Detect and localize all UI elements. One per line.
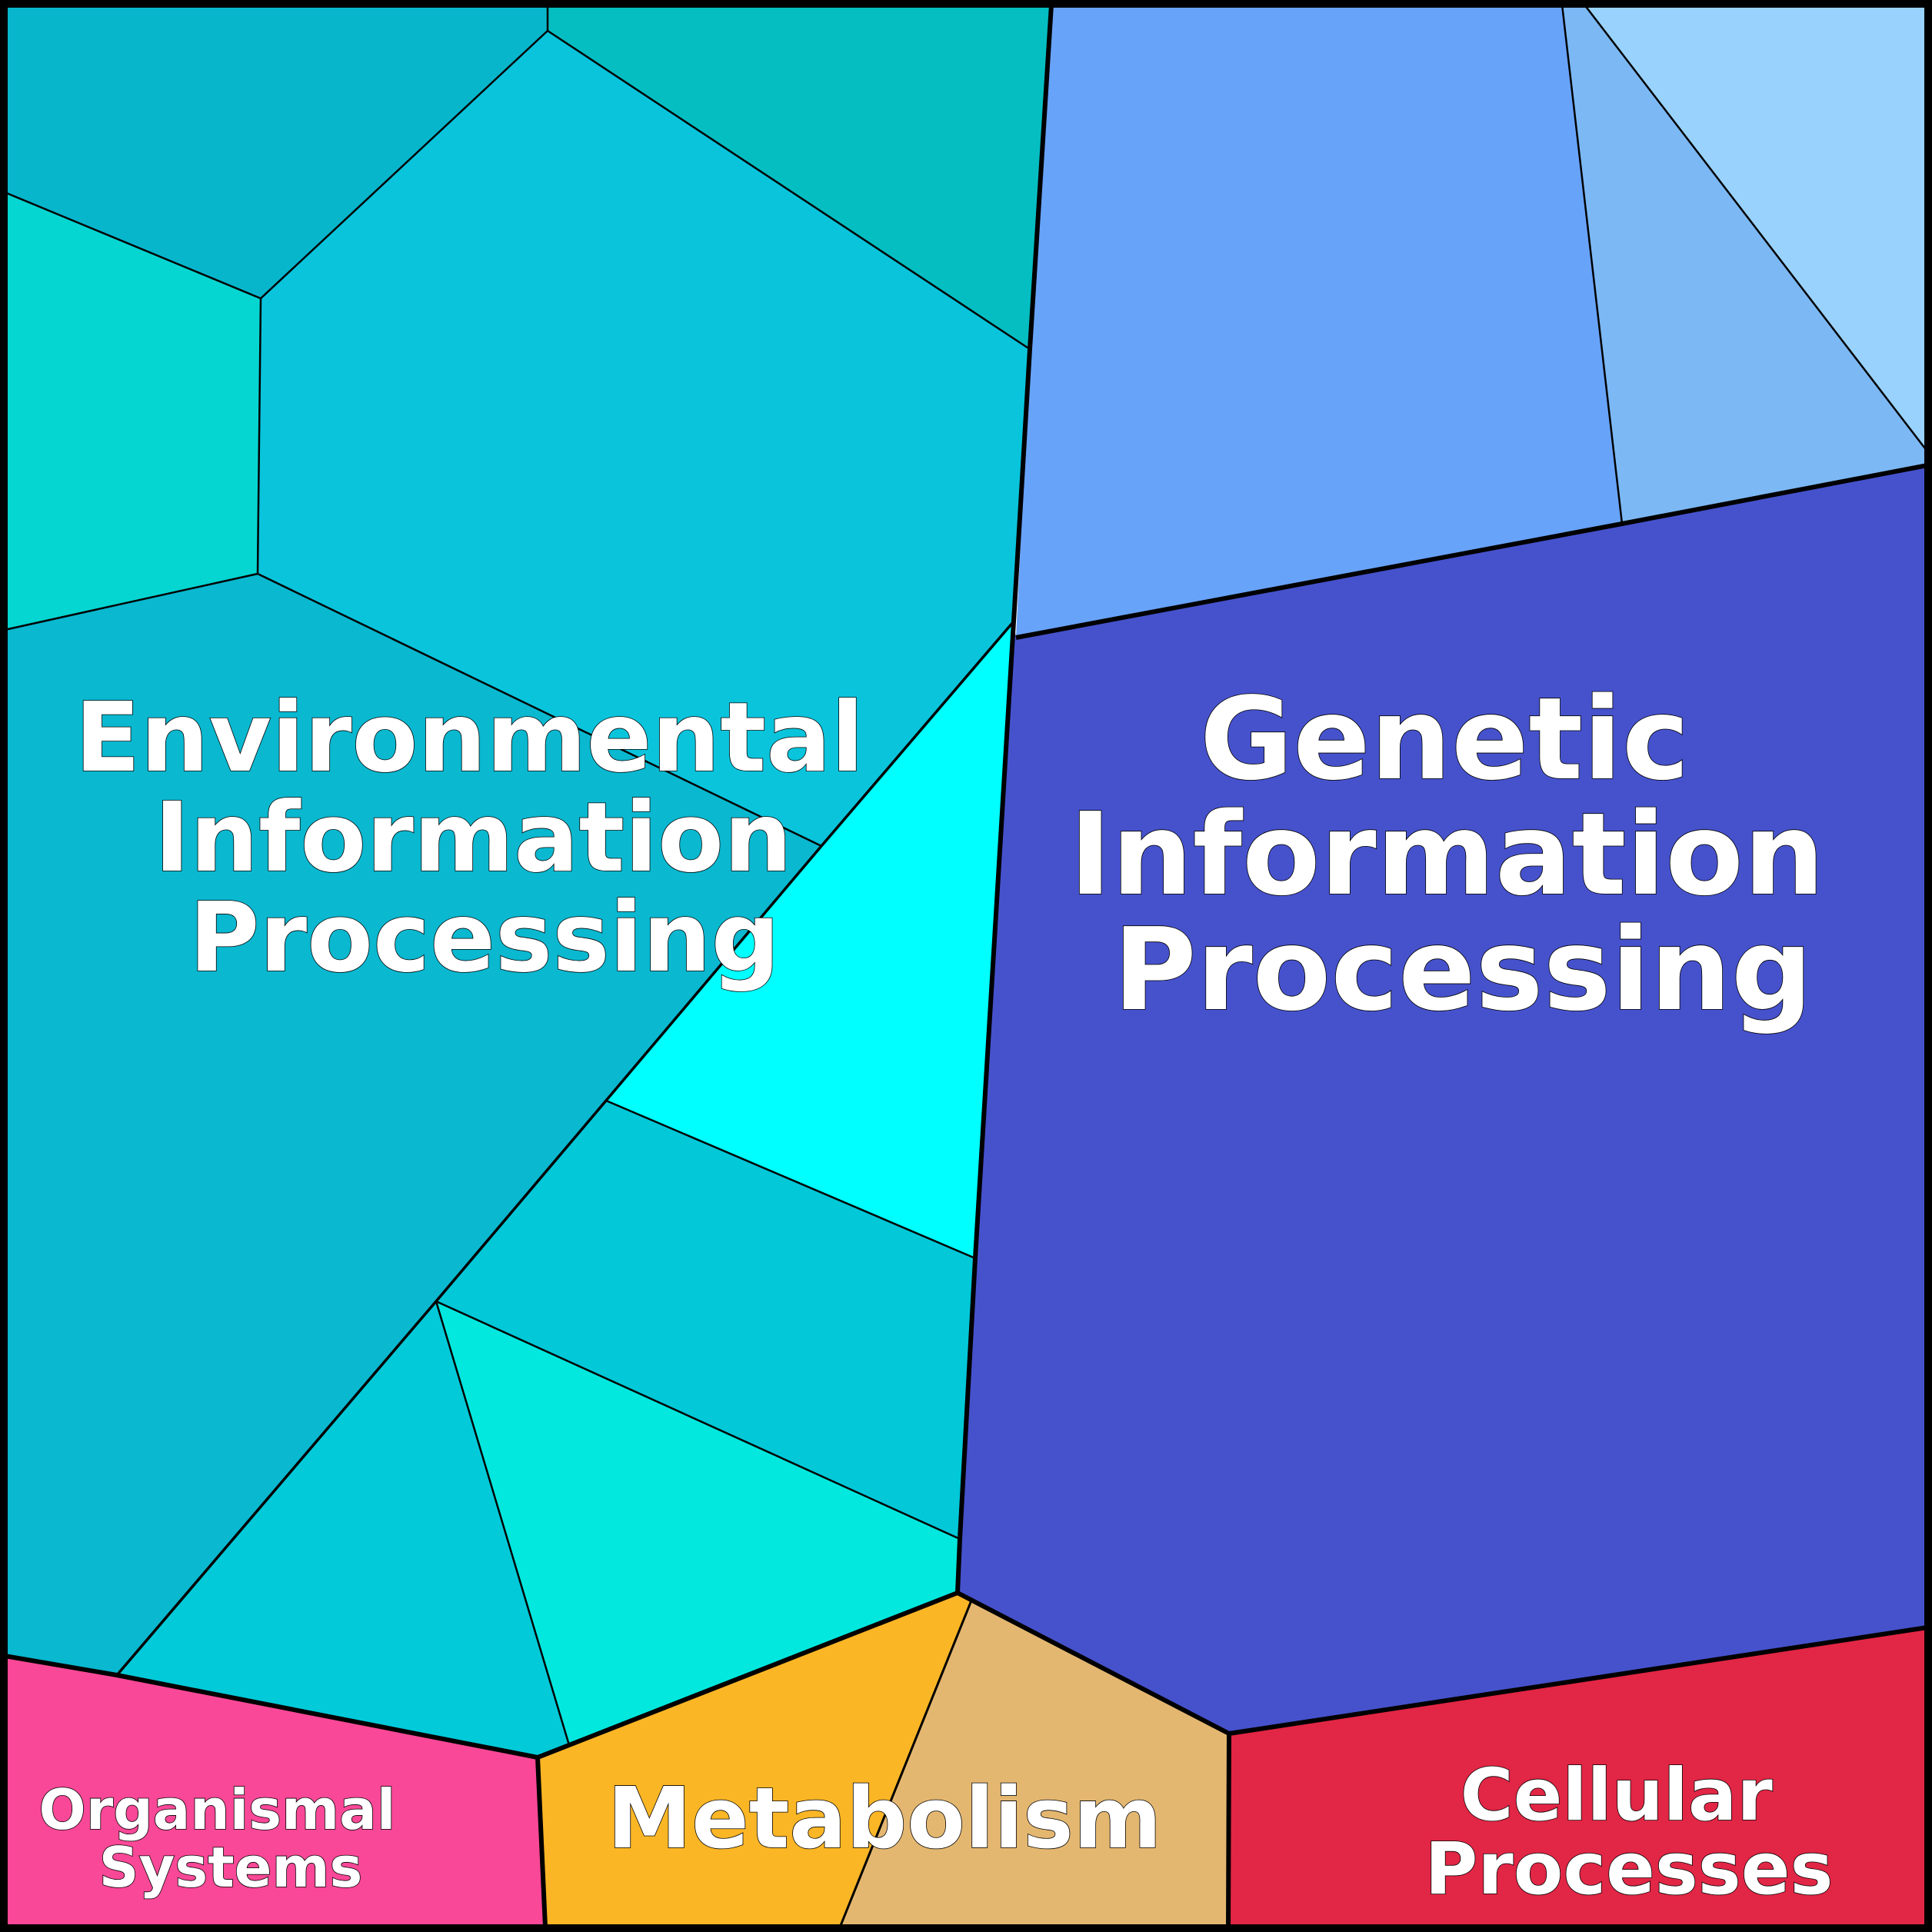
- env-cell-large-left: [5, 574, 821, 1675]
- gen-cell-main: [958, 465, 1927, 1734]
- label-environmental: Environmental Information Processing: [75, 682, 898, 994]
- labels-layer: Environmental Information Processing Gen…: [38, 672, 1864, 1912]
- env-cell-lower-left: [117, 1301, 569, 1757]
- label-environmental-line-3: Processing: [189, 882, 780, 994]
- env-cell-bright: [606, 621, 1014, 1258]
- label-organismal: Organismal Systems: [39, 1777, 415, 1900]
- label-environmental-line-1: Environmental: [75, 682, 864, 794]
- env-cell-top-right: [548, 5, 1051, 349]
- inner-borders: [4, 4, 1928, 1746]
- org-cell-main: [5, 1656, 545, 1927]
- label-genetic-line-1: Genetic: [1200, 673, 1690, 805]
- env-cell-big-center: [258, 31, 1030, 846]
- label-organismal-line-1: Organismal: [39, 1777, 396, 1842]
- label-environmental-line-2: Information: [155, 782, 792, 894]
- gen-cell-top-mid: [1562, 5, 1927, 524]
- env-cell-lower-right: [436, 1301, 960, 1745]
- category-borders: [4, 4, 1928, 1928]
- label-metabolism: Metabolism: [608, 1769, 1162, 1867]
- label-metabolism-line-1: Metabolism: [608, 1769, 1162, 1867]
- env-cell-left-small: [5, 192, 261, 630]
- env-cell-mid-right: [436, 1101, 975, 1539]
- cells-layer: [5, 5, 1927, 1927]
- gen-cell-top-left: [1016, 5, 1622, 638]
- env-cell-top-left: [5, 5, 548, 298]
- label-genetic-line-2: Information: [1069, 788, 1824, 921]
- label-cellular: Cellular Processes: [1425, 1754, 1834, 1911]
- label-organismal-line-2: Systems: [99, 1835, 363, 1900]
- met-cell-right: [840, 1601, 1229, 1927]
- cel-cell-main: [1228, 1627, 1927, 1927]
- label-genetic: Genetic Information Processing: [1069, 673, 1864, 1036]
- label-cellular-line-1: Cellular: [1461, 1754, 1774, 1837]
- met-cell-left: [538, 1593, 971, 1927]
- label-genetic-line-3: Processing: [1113, 904, 1812, 1036]
- label-cellular-line-2: Processes: [1425, 1827, 1834, 1911]
